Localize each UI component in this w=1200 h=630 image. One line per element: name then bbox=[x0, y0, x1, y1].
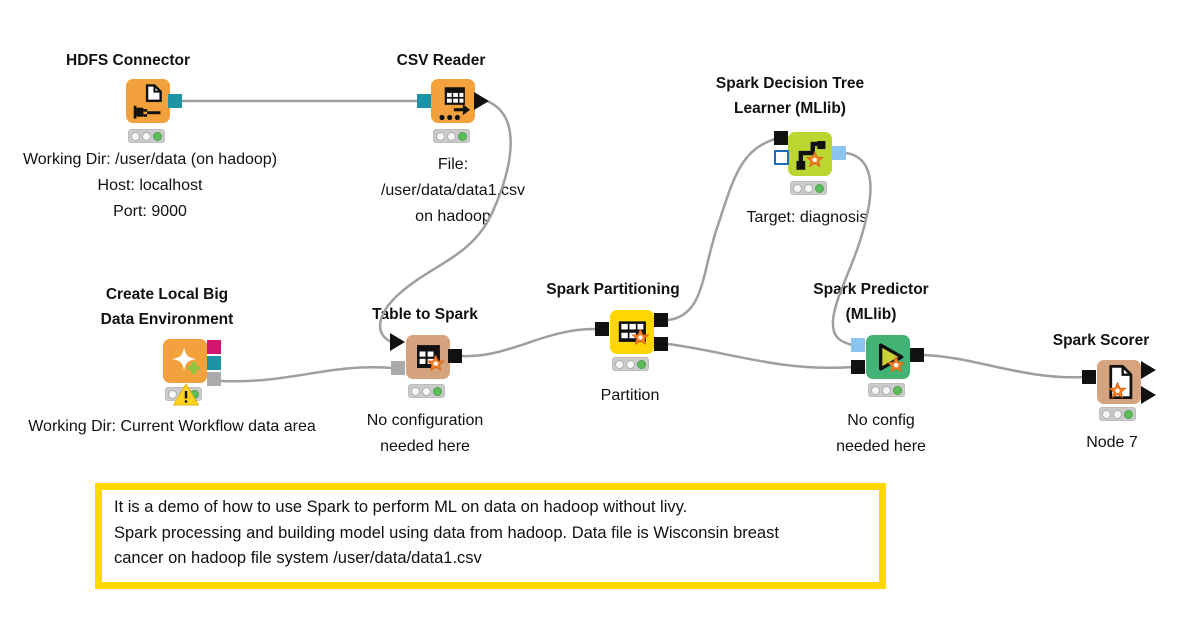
node-hdfs-connector[interactable] bbox=[126, 79, 170, 123]
node-title-table-to-spark: Table to Spark bbox=[372, 306, 478, 323]
port-createenv-output-1[interactable] bbox=[207, 340, 221, 354]
warning-icon bbox=[173, 383, 199, 406]
node-desc-table: No configuration needed here bbox=[366, 412, 484, 455]
partition-table-icon bbox=[618, 321, 650, 346]
node-csv-reader[interactable] bbox=[431, 79, 475, 123]
node-title-spark-dt-learner: Spark Decision Tree Learner (MLlib) bbox=[715, 75, 865, 117]
annotation-line: Spark processing and building model usin… bbox=[114, 523, 779, 542]
node-title-create-env: Create Local Big Data Environment bbox=[100, 286, 234, 328]
port-predictor-input-model[interactable] bbox=[851, 338, 865, 352]
traffic-light-learner bbox=[790, 181, 827, 195]
node-desc-predictor: No config needed here bbox=[836, 412, 926, 455]
node-table-to-spark[interactable] bbox=[406, 335, 450, 379]
traffic-light-hdfs bbox=[128, 129, 165, 143]
traffic-light-scorer bbox=[1099, 407, 1136, 421]
port-table-input-context[interactable] bbox=[391, 361, 405, 375]
traffic-light-csv bbox=[433, 129, 470, 143]
node-spark-predictor[interactable] bbox=[866, 335, 910, 379]
node-desc-scorer: Node 7 bbox=[1086, 434, 1138, 451]
node-title-hdfs-connector: HDFS Connector bbox=[66, 52, 190, 69]
port-csv-input[interactable] bbox=[417, 94, 431, 108]
port-learner-input-data[interactable] bbox=[774, 131, 788, 145]
predictor-play-icon bbox=[879, 343, 906, 373]
sparkle-plus-icon bbox=[172, 347, 200, 374]
node-spark-scorer[interactable] bbox=[1097, 360, 1141, 404]
node-title-partitioning: Spark Partitioning bbox=[546, 281, 680, 298]
table-arrow-icon bbox=[439, 87, 471, 121]
port-hdfs-output[interactable] bbox=[168, 94, 182, 108]
node-desc-csv: File: /user/data/data1.csv on hadoop bbox=[380, 156, 526, 225]
port-predictor-output[interactable] bbox=[910, 348, 924, 362]
node-desc-partitioning: Partition bbox=[600, 387, 660, 404]
port-partitioning-input[interactable] bbox=[595, 322, 609, 336]
port-learner-output-model[interactable] bbox=[832, 146, 846, 160]
port-createenv-output-3[interactable] bbox=[207, 372, 221, 386]
document-star-icon bbox=[1108, 365, 1133, 399]
node-desc-create-env: Working Dir: Current Workflow data area bbox=[28, 418, 316, 435]
workflow-annotation[interactable]: It is a demo of how to use Spark to perf… bbox=[95, 483, 886, 589]
port-csv-output[interactable] bbox=[474, 92, 489, 110]
port-predictor-input-data[interactable] bbox=[851, 360, 865, 374]
table-star-icon bbox=[417, 345, 445, 372]
traffic-light-predictor bbox=[868, 383, 905, 397]
traffic-light-table bbox=[408, 384, 445, 398]
wire-csv-to-table[interactable] bbox=[378, 99, 512, 344]
node-spark-partitioning[interactable] bbox=[610, 310, 654, 354]
node-desc-learner: Target: diagnosis bbox=[746, 209, 868, 226]
port-learner-input-optional[interactable] bbox=[774, 150, 789, 165]
port-partitioning-output-2[interactable] bbox=[654, 337, 668, 351]
node-title-scorer: Spark Scorer bbox=[1052, 332, 1150, 349]
node-desc-hdfs: Working Dir: /user/data (on hadoop) Host… bbox=[22, 151, 278, 220]
wire-partitioning-to-learner[interactable] bbox=[667, 137, 776, 322]
port-table-output[interactable] bbox=[448, 349, 462, 363]
node-create-env[interactable] bbox=[163, 339, 207, 383]
wire-learner-to-predictor[interactable] bbox=[831, 151, 872, 347]
wire-table-to-partitioning[interactable] bbox=[461, 327, 597, 358]
wire-createenv-to-table[interactable] bbox=[220, 366, 393, 383]
annotation-line: cancer on hadoop file system /user/data/… bbox=[114, 549, 482, 567]
wire-predictor-to-scorer[interactable] bbox=[923, 353, 1084, 379]
port-scorer-input[interactable] bbox=[1082, 370, 1096, 384]
file-plug-icon bbox=[133, 84, 162, 119]
port-table-input-data[interactable] bbox=[390, 333, 405, 351]
decision-tree-icon bbox=[796, 140, 826, 170]
wire-partitioning-to-predictor[interactable] bbox=[667, 342, 854, 369]
annotation-line: It is a demo of how to use Spark to perf… bbox=[114, 498, 688, 516]
port-scorer-output-2[interactable] bbox=[1141, 386, 1156, 404]
traffic-light-partitioning bbox=[612, 357, 649, 371]
port-partitioning-output-1[interactable] bbox=[654, 313, 668, 327]
node-title-csv-reader: CSV Reader bbox=[396, 52, 486, 69]
port-createenv-output-2[interactable] bbox=[207, 356, 221, 370]
port-scorer-output-1[interactable] bbox=[1141, 361, 1156, 379]
node-spark-dt-learner[interactable] bbox=[788, 132, 832, 176]
